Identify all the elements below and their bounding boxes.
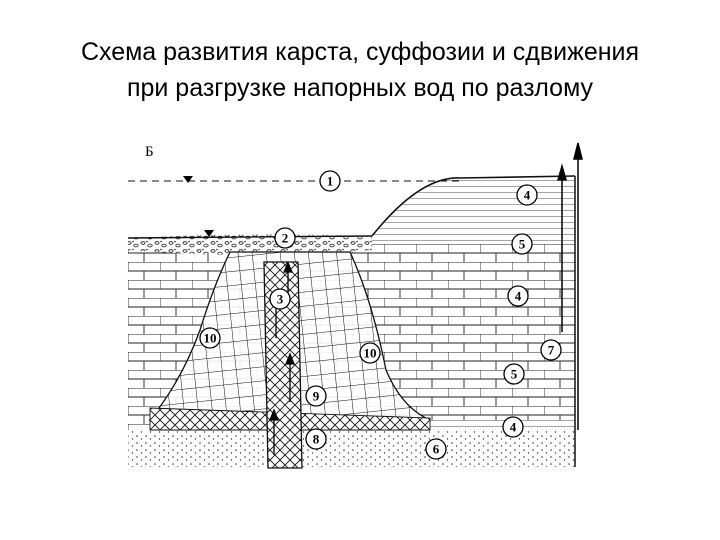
callout-circle [425,438,447,460]
callout-circle [516,184,538,206]
callout-number: 9 [313,389,320,404]
callout-1: 1 [319,170,341,192]
pressure-arrows [557,142,583,430]
callout-circle [269,288,291,310]
callout-number: 10 [204,331,217,346]
lower-thin-bed [400,420,575,430]
upper-bedded-layer [372,176,575,244]
water-level-marker-upper [183,176,193,183]
callout-number: 7 [548,343,555,358]
callout-number: 10 [364,346,377,361]
title-line-1: Схема развития карста, суффозии и сдвиже… [80,38,640,66]
callout-number: 3 [277,292,284,307]
callout-circle [540,339,562,361]
callout-number: 8 [313,432,320,447]
callout-circle [511,233,533,255]
callout-4: 4 [516,184,538,206]
callout-3: 3 [269,288,291,310]
callout-number: 2 [282,231,289,246]
callout-circle [199,327,221,349]
callout-6: 6 [425,438,447,460]
callout-number: 5 [511,367,518,382]
slide-title: Схема развития карста, суффозии и сдвиже… [0,34,720,106]
callout-number: 4 [524,188,531,203]
callout-5: 5 [503,363,525,385]
title-line-2: при разгрузке напорных вод по разлому [126,74,594,102]
callout-circle [319,170,341,192]
ground-surface-left [127,235,373,239]
callout-circle [503,363,525,385]
callout-9: 9 [305,385,327,407]
callout-circle [359,342,381,364]
ground-surface-right [371,175,576,237]
callout-7: 7 [540,339,562,361]
callout-number: 1 [327,174,334,189]
callout-8: 8 [305,428,327,450]
callout-number: 5 [519,237,526,252]
callout-number: 4 [515,289,522,304]
callout-circle [502,416,524,438]
section-label: Б [145,144,154,160]
callout-circle [305,428,327,450]
callout-10: 10 [199,327,221,349]
callout-number: 4 [510,420,517,435]
callout-number: 6 [433,442,440,457]
callout-2: 2 [274,227,296,249]
callout-4: 4 [507,285,529,307]
callout-4: 4 [502,416,524,438]
callout-5: 5 [511,233,533,255]
callout-circle [305,385,327,407]
sand-layer [128,430,576,467]
callout-circle [507,285,529,307]
callout-10: 10 [359,342,381,364]
water-level-marker-lower [204,230,214,237]
callout-circle [274,227,296,249]
pebble-layer [128,234,372,255]
